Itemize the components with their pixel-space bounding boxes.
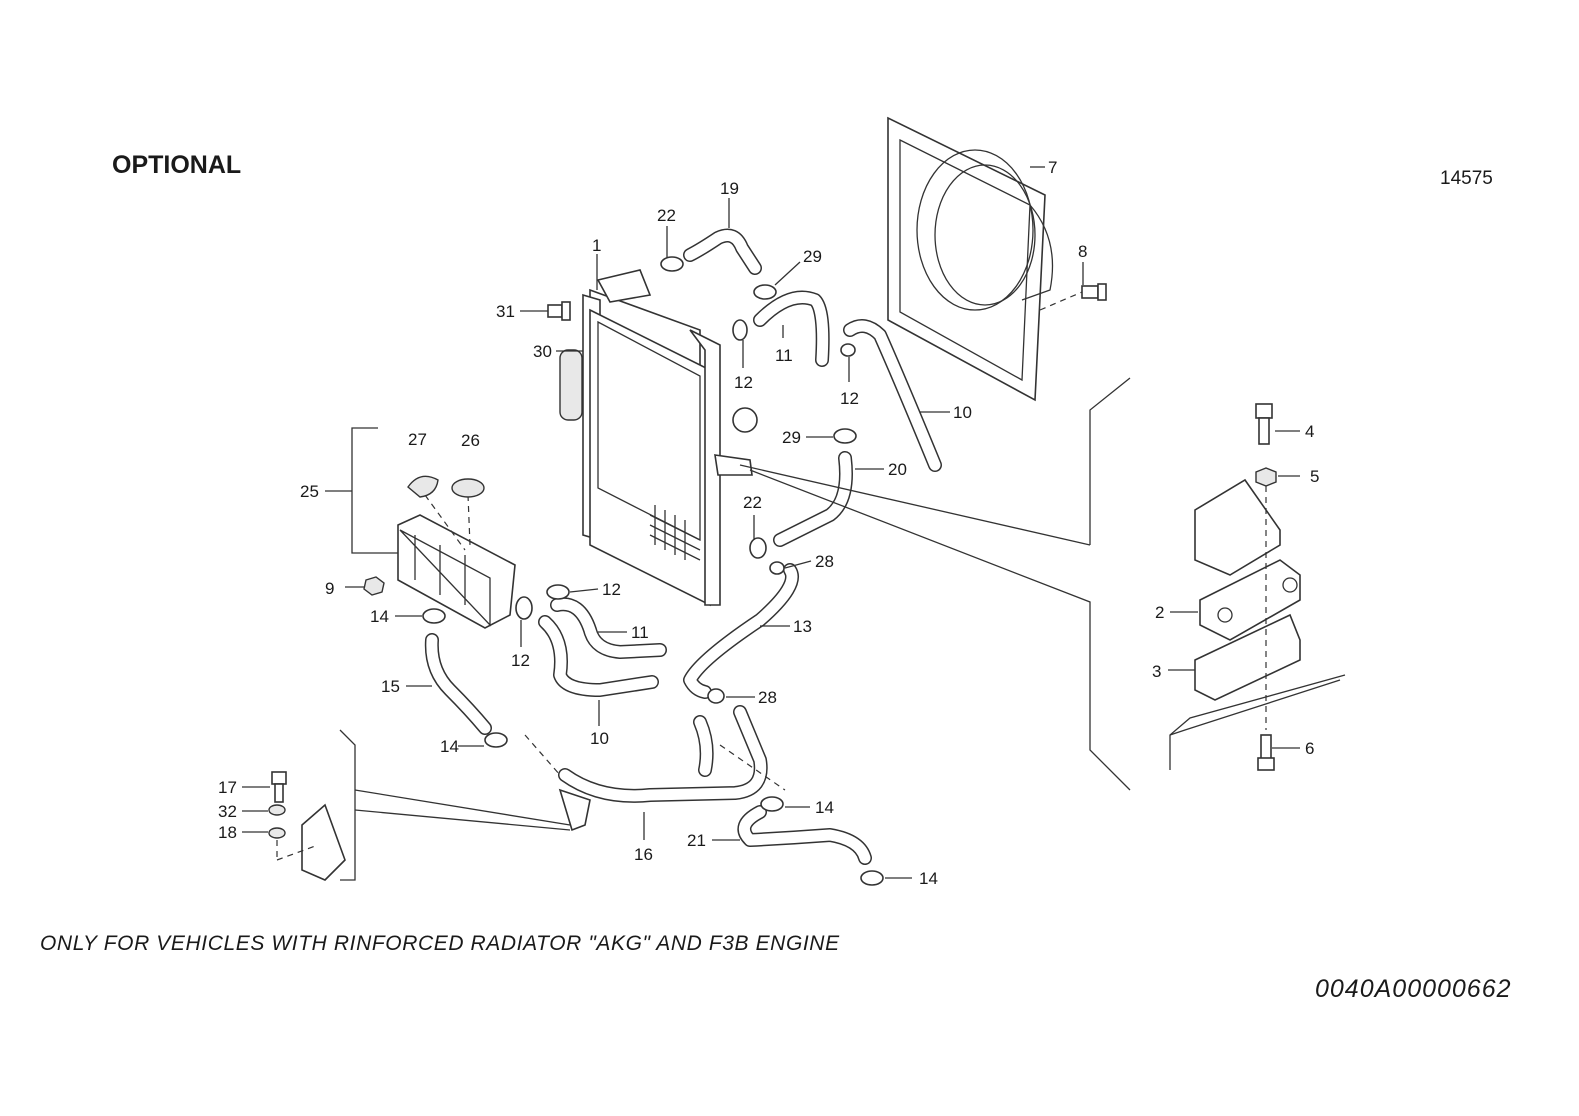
callout-10: 10 [590, 729, 609, 748]
callout-1: 1 [592, 236, 601, 255]
callout-14: 14 [919, 869, 938, 888]
callout-26: 26 [461, 431, 480, 450]
callout-4: 4 [1305, 422, 1314, 441]
hose-11-upper [753, 290, 830, 367]
fan-shroud [887, 116, 1083, 402]
callout-15: 15 [381, 677, 400, 696]
callout-22: 22 [657, 206, 676, 225]
nut-9 [363, 576, 385, 596]
callout-11: 11 [775, 346, 793, 365]
callout-18: 18 [218, 823, 237, 842]
clamps [422, 256, 884, 886]
callout-3: 3 [1152, 662, 1161, 681]
callout-9: 9 [325, 579, 334, 598]
detail-leader [739, 464, 1091, 546]
hose-21 [737, 805, 872, 865]
hose-13 [683, 563, 799, 699]
cap-27 [407, 475, 439, 498]
dash-link [524, 734, 561, 776]
callout-31: 31 [496, 302, 515, 321]
callout-28: 28 [815, 552, 834, 571]
hose-15 [424, 633, 492, 735]
callout-30: 30 [533, 342, 552, 361]
callout-14: 14 [815, 798, 834, 817]
bolt-8 [1081, 283, 1107, 301]
hose-20 [773, 451, 853, 547]
dash-link [719, 744, 786, 791]
hose-10 [843, 319, 942, 472]
callout-22: 22 [743, 493, 762, 512]
callout-12: 12 [840, 389, 859, 408]
callout-leaders [242, 166, 1300, 879]
expansion-tank [325, 427, 516, 629]
hose-10-lower [538, 615, 659, 697]
callout-12: 12 [734, 373, 753, 392]
callout-11: 11 [631, 623, 649, 642]
callout-2: 2 [1155, 603, 1164, 622]
callout-17: 17 [218, 778, 237, 797]
callout-21: 21 [687, 831, 706, 850]
callout-29: 29 [782, 428, 801, 447]
cap-26 [451, 478, 485, 498]
callout-12: 12 [511, 651, 530, 670]
vehicle-note: ONLY FOR VEHICLES WITH RINFORCED RADIATO… [40, 932, 840, 955]
document-number: 0040A00000662 [1315, 975, 1512, 1003]
callout-10: 10 [953, 403, 972, 422]
detail-frame [1089, 377, 1131, 545]
figure-code: 14575 [1440, 168, 1493, 189]
callout-25: 25 [300, 482, 319, 501]
callout-labels: 19 22 1 29 7 8 31 30 11 12 12 10 4 27 26… [218, 158, 1319, 888]
callout-20: 20 [888, 460, 907, 479]
callout-28: 28 [758, 688, 777, 707]
callout-27: 27 [408, 430, 427, 449]
callout-13: 13 [793, 617, 812, 636]
hose-11-lower [550, 597, 667, 659]
callout-16: 16 [634, 845, 653, 864]
callout-32: 32 [218, 802, 237, 821]
hose-19 [683, 228, 762, 275]
callout-7: 7 [1048, 158, 1057, 177]
left-bracket-detail [268, 729, 571, 881]
mount-detail [1169, 403, 1346, 771]
callout-5: 5 [1310, 467, 1319, 486]
bolt-31 [547, 301, 571, 321]
callout-29: 29 [803, 247, 822, 266]
callout-14: 14 [370, 607, 389, 626]
callout-8: 8 [1078, 242, 1087, 261]
callout-12: 12 [602, 580, 621, 599]
detail-leader [749, 469, 1131, 791]
callout-14: 14 [440, 737, 459, 756]
callout-6: 6 [1305, 739, 1314, 758]
diagram-title: OPTIONAL [112, 151, 242, 179]
radiator [559, 269, 758, 607]
callout-19: 19 [720, 179, 739, 198]
